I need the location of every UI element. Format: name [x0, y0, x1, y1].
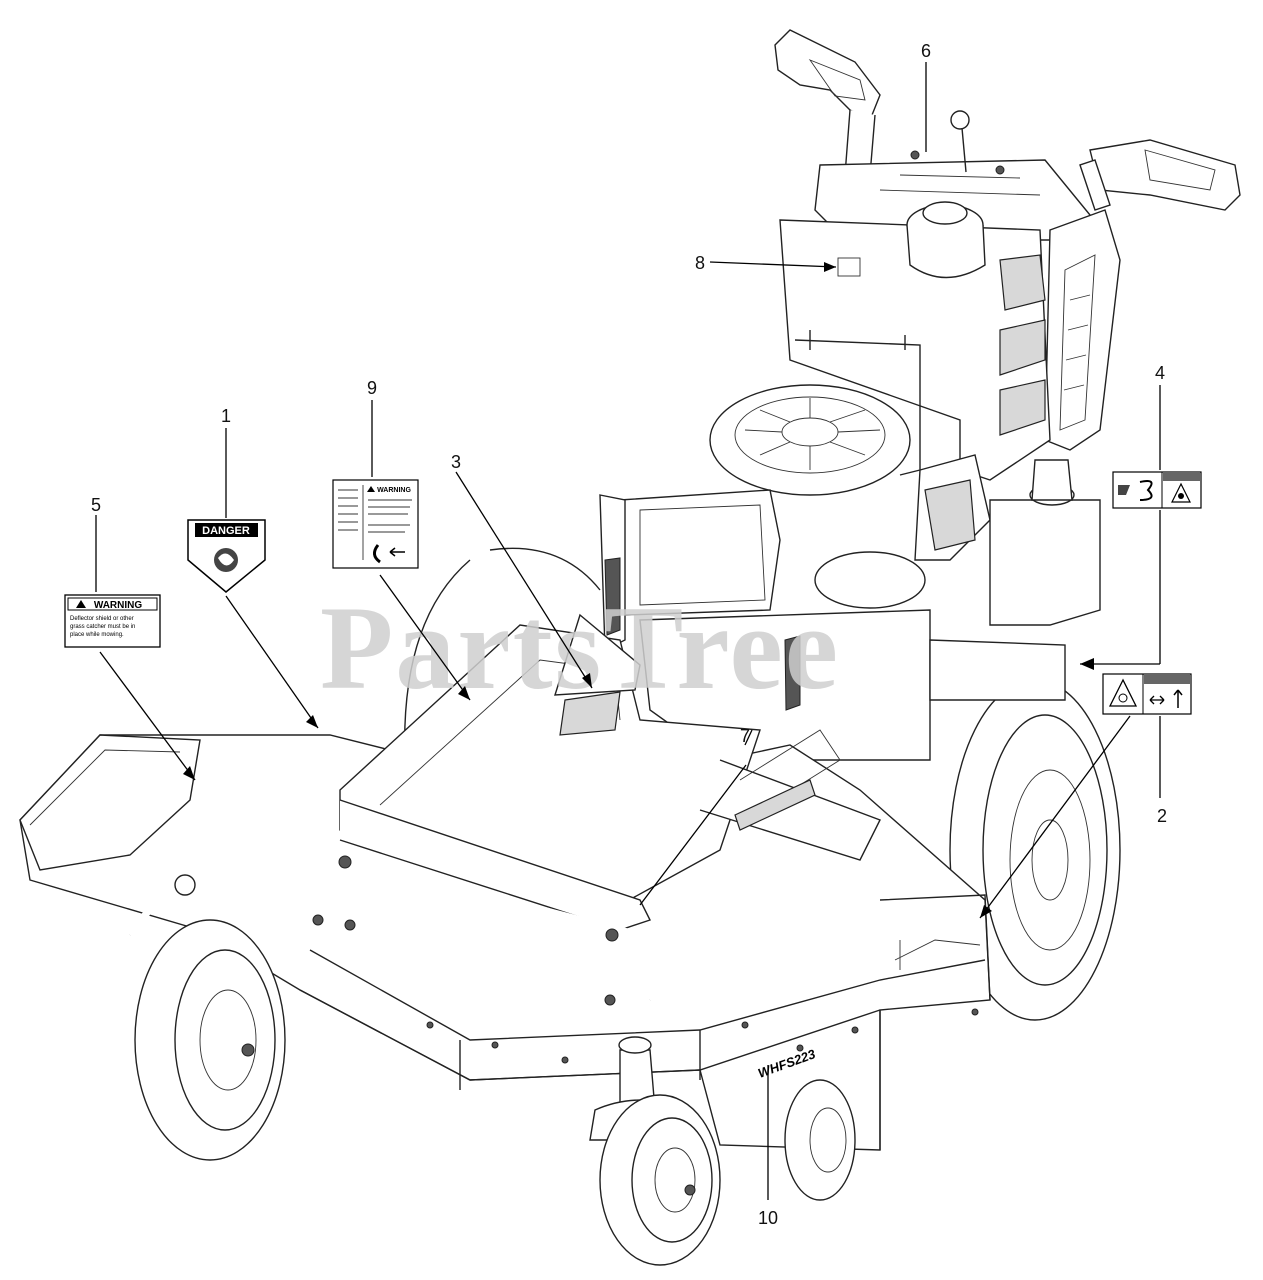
fuel-tank — [779, 201, 1051, 481]
callout-3: 3 — [451, 452, 461, 472]
callout-1: 1 — [221, 406, 231, 426]
rear-wheel-left — [403, 547, 601, 761]
callout-6: 6 — [921, 41, 931, 61]
decal-4 — [1112, 471, 1202, 509]
caster-wheel-center — [589, 1036, 721, 1266]
callout-10: 10 — [758, 1208, 778, 1228]
frame-belt-cover — [127, 613, 881, 1006]
handle-assembly — [774, 29, 1241, 451]
danger-title: DANGER — [202, 525, 250, 537]
deck-decal-7 — [734, 779, 816, 831]
callout-5: 5 — [91, 495, 101, 515]
mower-deck — [19, 734, 991, 1151]
watermark: PartsTree — [320, 581, 840, 714]
warning-small-decal: WARNING — [332, 479, 419, 569]
callout-4: 4 — [1155, 363, 1165, 383]
warning-title: WARNING — [94, 600, 143, 611]
decal-2 — [1102, 673, 1192, 715]
mower-drawing: WHFS223 — [19, 29, 1241, 1266]
danger-decal: DANGER — [187, 519, 266, 593]
callout-9: 9 — [367, 378, 377, 398]
callout-7: 7 — [740, 726, 750, 746]
callout-numbers: 1 2 3 4 5 6 7 8 9 10 — [91, 41, 1167, 1228]
warning-line-2: grass catcher must be in — [70, 624, 135, 630]
leader-lines — [95, 62, 1161, 1200]
tank-decal-8 — [837, 257, 861, 277]
rear-wheel-right — [949, 679, 1121, 1021]
warning-decal: WARNING Deflector shield or other grass … — [64, 594, 161, 648]
engine — [599, 330, 1101, 761]
rear-roller — [784, 1079, 856, 1201]
callout-2: 2 — [1157, 806, 1167, 826]
callout-8: 8 — [695, 253, 705, 273]
warning-line-3: place while mowing. — [70, 632, 124, 638]
warning-small-title: WARNING — [377, 487, 411, 494]
caster-wheel-left — [134, 874, 286, 1161]
warning-line-1: Deflector shield or other — [70, 616, 134, 622]
